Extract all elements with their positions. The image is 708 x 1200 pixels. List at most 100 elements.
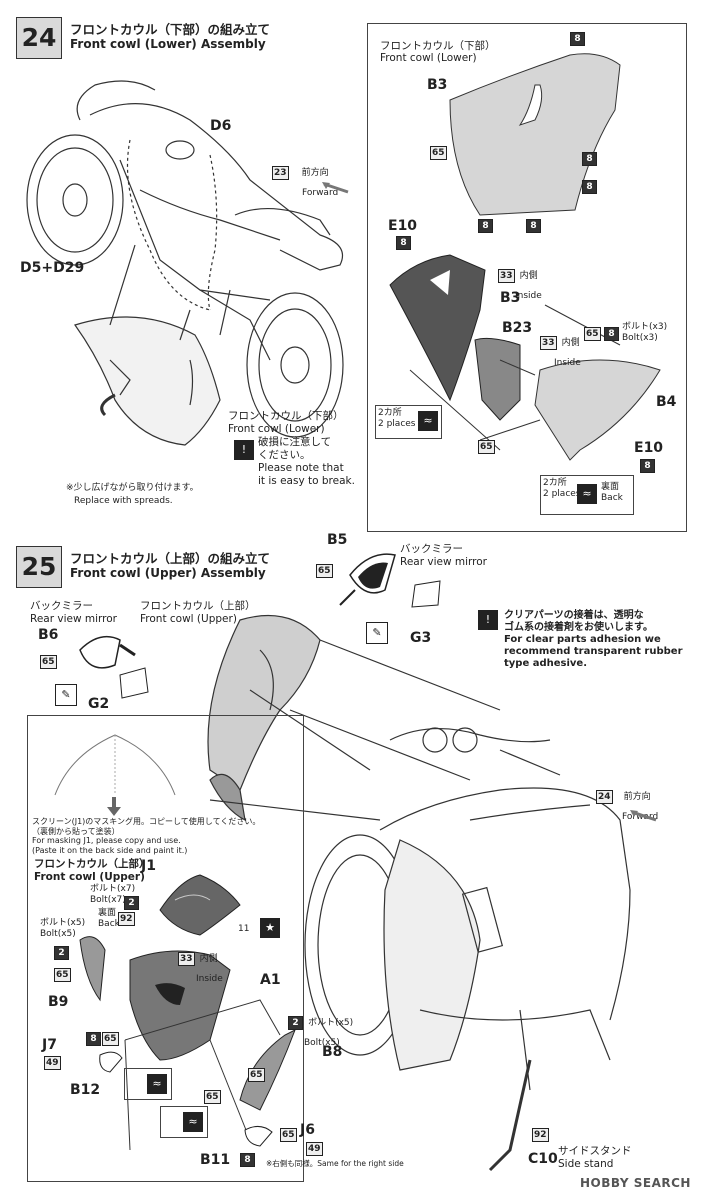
- break-note: 破損に注意して ください。 Please note that it is eas…: [258, 436, 355, 488]
- mask-down-arrow-icon: [107, 797, 121, 816]
- panel-inside-jp: 内側: [519, 271, 538, 281]
- label-d5-d29: D5+D29: [20, 260, 85, 276]
- clear-en3: type adhesive.: [504, 658, 588, 669]
- bolt7-jp: ボルト(x7): [90, 884, 136, 894]
- panel-cowl-jp: フロントカウル（下部）: [380, 40, 496, 52]
- panel-b3: B3: [500, 290, 521, 306]
- places-note-2: 2カ所 2 places: [541, 476, 633, 502]
- caution-icon: !: [234, 440, 254, 460]
- panel-code-8-h: 8: [640, 459, 655, 473]
- back-note: 裏面 Back: [601, 482, 623, 504]
- back-en: Back: [601, 493, 623, 503]
- ref-24-badge: 24: [596, 790, 613, 804]
- bolt7-en: Bolt(x7): [90, 895, 126, 905]
- mask-en2: (Paste it on the back side and paint it.…: [32, 845, 188, 855]
- forward-arrow-icon-25: [630, 810, 657, 822]
- upper-cowl-parts-illustration: [79, 874, 296, 1151]
- panel-code-33: 33: [498, 269, 515, 283]
- panel-code-8-g: 8: [604, 327, 619, 341]
- break-jp: 破損に注意して: [258, 436, 332, 448]
- forward-indicator-24: 23 前方向 Forward: [272, 160, 338, 199]
- right-side-note: ※右側も同様。Same for the right side: [266, 1159, 404, 1168]
- panel-bolt-jp: ボルト(x3): [622, 322, 668, 332]
- code-49-j7: 49: [44, 1056, 61, 1070]
- panel-b4: B4: [656, 394, 677, 410]
- panel-code-8-b: 8: [582, 152, 597, 166]
- bolt5-en-right: Bolt(x5): [304, 1038, 340, 1048]
- spread-note-en: Replace with spreads.: [74, 496, 173, 506]
- code-65-b8: 65: [248, 1068, 265, 1082]
- upper-cowl-subassembly-box: [27, 715, 304, 1182]
- panel-parts-illustration: [389, 53, 661, 461]
- step-24-title-en: Front cowl (Lower) Assembly: [70, 37, 266, 51]
- cowl-upper-jp: フロントカウル（上部）: [140, 600, 256, 612]
- panel-inside-jp-2: 内側: [561, 338, 580, 348]
- j1-back-label: 裏面 Back: [98, 908, 120, 930]
- inset-cowl-upper-jp: フロントカウル（上部）: [34, 858, 150, 870]
- inset-inside-note: 33 内側 Inside: [178, 946, 223, 985]
- panel-inside-en: Inside: [515, 291, 542, 301]
- clear-en1: For clear parts adhesion we: [504, 634, 661, 645]
- code-8-b11: 8: [240, 1153, 255, 1167]
- side-stand-label: サイドスタンド Side stand: [558, 1145, 632, 1171]
- code-65-j6: 65: [280, 1128, 297, 1142]
- front-cowl-lower-jp: フロントカウル（下部）: [228, 410, 344, 422]
- forward-arrow-icon: [322, 182, 349, 194]
- glue-note-box-right: 2カ所 2 places ≈ 裏面 Back: [540, 475, 634, 515]
- j1-back-jp: 裏面: [98, 908, 117, 918]
- label-c10: C10: [528, 1151, 558, 1167]
- forward-jp-25: 前方向: [623, 792, 651, 802]
- label-j7: J7: [42, 1037, 57, 1053]
- mirror-label-left: バックミラー Rear view mirror: [30, 600, 117, 626]
- motorcycle-front-illustration: [207, 614, 631, 1172]
- glue-icon-g3: ✎: [366, 622, 388, 644]
- bolt-x7-label: ボルト(x7) Bolt(x7): [90, 884, 135, 906]
- label-g2: G2: [88, 696, 110, 712]
- j1-back-en: Back: [98, 919, 120, 929]
- panel-inside-note-2: 33 内側 Inside: [540, 330, 581, 369]
- glue-icon: ≈: [418, 411, 438, 431]
- code-92-stand: 92: [532, 1128, 549, 1142]
- code-2-bolt7: 2: [124, 896, 139, 910]
- inset-cowl-upper-en: Front cowl (Upper): [34, 871, 145, 883]
- step-24-title-jp: フロントカウル（下部）の組み立て: [70, 22, 271, 37]
- mirror-en-right: Rear view mirror: [400, 556, 487, 568]
- panel-code-8-e: 8: [526, 219, 541, 233]
- code-65-b5: 65: [316, 564, 333, 578]
- panel-code-8-d: 8: [478, 219, 493, 233]
- label-j1: J1: [141, 858, 156, 874]
- panel-code-8-f: 8: [396, 236, 411, 250]
- forward-indicator-25: 24 前方向 Forward: [596, 784, 658, 823]
- places-en-2: 2 places: [543, 489, 581, 499]
- panel-code-33-b: 33: [540, 336, 557, 350]
- glue-note-box-b12: ≈: [124, 1068, 172, 1100]
- panel-bolt-en: Bolt(x3): [622, 333, 658, 343]
- break-en1: Please note that: [258, 462, 344, 474]
- mirror-jp-left: バックミラー: [30, 600, 93, 612]
- places-jp: 2カ所: [378, 408, 402, 418]
- label-g3: G3: [410, 630, 432, 646]
- bolt-x5-right: 2 ボルト(x5) Bolt(x5): [288, 1010, 353, 1049]
- label-b8: B8: [322, 1044, 343, 1060]
- inset-cowl-upper-label: フロントカウル（上部） Front cowl (Upper): [34, 858, 150, 884]
- mirror-b6-illustration: [79, 635, 149, 699]
- ref-23-badge: 23: [272, 166, 289, 180]
- bolt5-jp-right: ボルト(x5): [308, 1018, 354, 1028]
- forward-en-25: Forward: [622, 812, 659, 822]
- panel-code-65-b: 65: [584, 327, 601, 341]
- panel-cowl-en: Front cowl (Lower): [380, 52, 477, 64]
- label-b12: B12: [70, 1082, 101, 1098]
- code-65-lower: 65: [204, 1090, 221, 1104]
- clear-jp2: ゴム系の接着剤をお使いします。: [504, 622, 653, 633]
- code-8-j7: 8: [86, 1032, 101, 1046]
- panel-b3-top: B3: [427, 77, 448, 93]
- step-25-title-jp: フロントカウル（上部）の組み立て: [70, 551, 271, 566]
- code-2-bolt5-right: 2: [288, 1016, 303, 1030]
- break-jp2: ください。: [258, 449, 311, 461]
- side-stand-en: Side stand: [558, 1158, 614, 1170]
- glue-icon-b11: ≈: [183, 1112, 203, 1132]
- code-11: 11: [238, 924, 250, 934]
- clear-parts-note: クリアパーツの接着は、透明な ゴム系の接着剤をお使いします。 For clear…: [504, 610, 683, 670]
- step-24-number: 24: [16, 17, 62, 59]
- clear-parts-icon: !: [478, 610, 498, 630]
